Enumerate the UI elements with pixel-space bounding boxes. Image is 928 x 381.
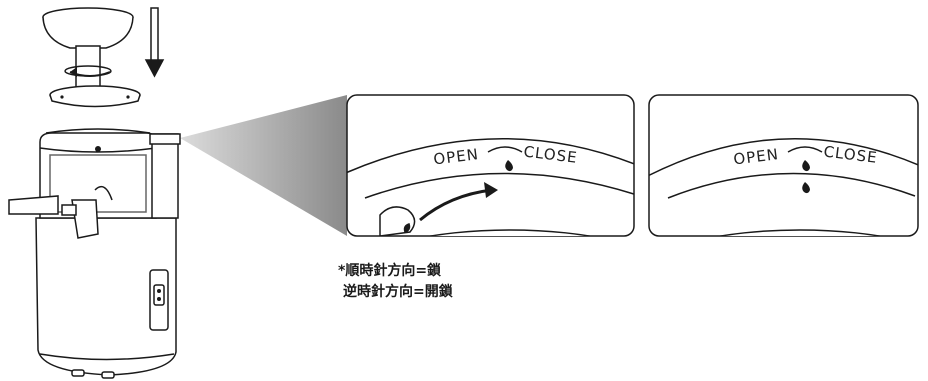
clockwise-arrow-icon bbox=[419, 188, 493, 222]
note-clockwise: *順時針方向=鎖 bbox=[338, 263, 442, 279]
open-label: OPEN bbox=[432, 145, 479, 168]
open-label: OPEN bbox=[732, 145, 779, 168]
detail-panel-turning: OPEN CLOSE bbox=[346, 94, 635, 237]
lid-assembly bbox=[42, 7, 141, 108]
aligned-marker-icon bbox=[802, 182, 810, 194]
down-arrow-icon bbox=[144, 7, 165, 78]
rotation-arrow-icon bbox=[69, 67, 111, 77]
note-counterclockwise: 逆時針方向=開鎖 bbox=[343, 284, 453, 300]
marker-icon bbox=[505, 160, 513, 172]
juicer-body bbox=[8, 128, 181, 379]
zoom-beam bbox=[180, 95, 347, 236]
detail-panel-locked: OPEN CLOSE bbox=[648, 94, 919, 237]
marker-icon bbox=[802, 160, 810, 172]
